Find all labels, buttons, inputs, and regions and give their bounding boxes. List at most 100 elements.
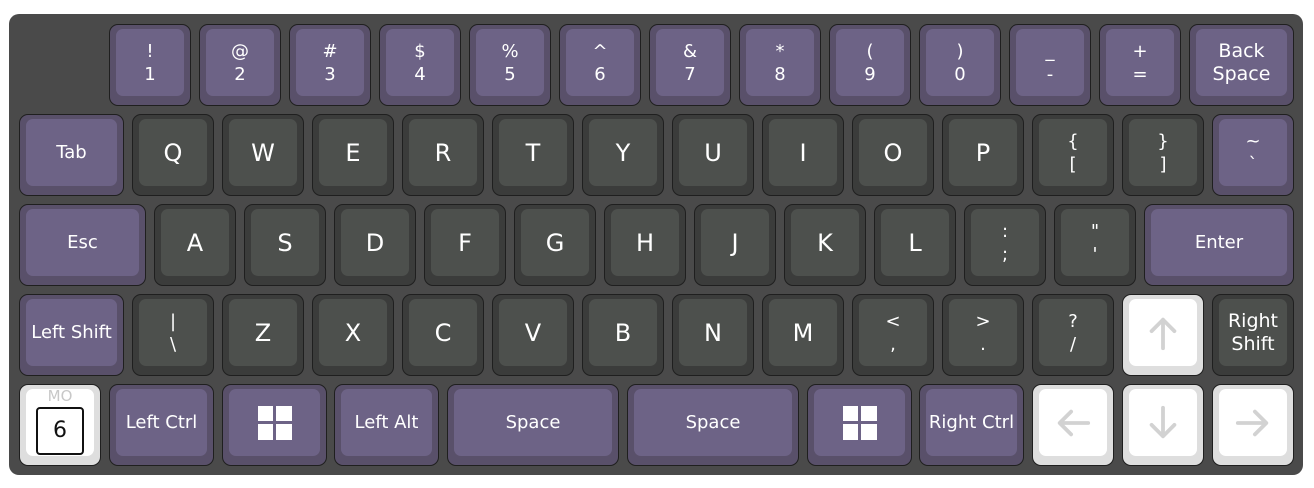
key-2[interactable]: @2 bbox=[199, 24, 281, 106]
key-6[interactable]: ^6 bbox=[559, 24, 641, 106]
key-space-right[interactable]: Space bbox=[627, 384, 799, 466]
windows-logo-icon bbox=[257, 405, 292, 440]
key-left-win[interactable] bbox=[222, 384, 327, 466]
key-period[interactable]: >. bbox=[942, 294, 1024, 376]
key-arrow-up[interactable] bbox=[1122, 294, 1204, 376]
key-left-shift-label: Left Shift bbox=[31, 321, 112, 343]
key-o[interactable]: O bbox=[852, 114, 934, 196]
key-left-ctrl[interactable]: Left Ctrl bbox=[109, 384, 214, 466]
key-slash-shift: ? bbox=[1068, 310, 1078, 332]
key-0-base: 0 bbox=[954, 63, 966, 85]
key-u[interactable]: U bbox=[672, 114, 754, 196]
key-arrow-down[interactable] bbox=[1122, 384, 1204, 466]
key-i[interactable]: I bbox=[762, 114, 844, 196]
key-b-label: B bbox=[614, 318, 632, 347]
key-7[interactable]: &7 bbox=[649, 24, 731, 106]
key-j-label: J bbox=[731, 228, 739, 257]
key-r[interactable]: R bbox=[402, 114, 484, 196]
key-h[interactable]: H bbox=[604, 204, 686, 286]
key-b[interactable]: B bbox=[582, 294, 664, 376]
key-1[interactable]: !1 bbox=[109, 24, 191, 106]
key-d-label: D bbox=[365, 228, 385, 257]
key-backspace-top: Back bbox=[1218, 39, 1265, 62]
key-minus[interactable]: _- bbox=[1009, 24, 1091, 106]
key-s[interactable]: S bbox=[244, 204, 326, 286]
key-grave[interactable]: ~` bbox=[1212, 114, 1294, 196]
key-semicolon[interactable]: :; bbox=[964, 204, 1046, 286]
key-equals-shift: + bbox=[1132, 40, 1148, 62]
key-c[interactable]: C bbox=[402, 294, 484, 376]
key-0-shift: ) bbox=[956, 40, 964, 62]
key-p[interactable]: P bbox=[942, 114, 1024, 196]
key-d[interactable]: D bbox=[334, 204, 416, 286]
key-grave-shift: ~ bbox=[1245, 130, 1261, 152]
key-8-base: 8 bbox=[774, 63, 786, 85]
key-equals[interactable]: += bbox=[1099, 24, 1181, 106]
key-a[interactable]: A bbox=[154, 204, 236, 286]
key-1-shift: ! bbox=[146, 40, 154, 62]
key-f[interactable]: F bbox=[424, 204, 506, 286]
key-m[interactable]: M bbox=[762, 294, 844, 376]
key-3-base: 3 bbox=[324, 63, 336, 85]
key-3[interactable]: #3 bbox=[289, 24, 371, 106]
key-j[interactable]: J bbox=[694, 204, 776, 286]
key-space-left[interactable]: Space bbox=[447, 384, 619, 466]
key-arrow-right[interactable] bbox=[1212, 384, 1294, 466]
key-n[interactable]: N bbox=[672, 294, 754, 376]
key-left-alt[interactable]: Left Alt bbox=[334, 384, 439, 466]
key-x[interactable]: X bbox=[312, 294, 394, 376]
key-8[interactable]: *8 bbox=[739, 24, 821, 106]
key-left-ctrl-label: Left Ctrl bbox=[125, 411, 198, 433]
key-tab[interactable]: Tab bbox=[19, 114, 124, 196]
key-right-shift-bottom: Shift bbox=[1231, 332, 1275, 355]
key-right-bracket-base: ] bbox=[1159, 153, 1167, 175]
key-l[interactable]: L bbox=[874, 204, 956, 286]
key-v[interactable]: V bbox=[492, 294, 574, 376]
key-left-bracket-base: [ bbox=[1069, 153, 1077, 175]
key-r-label: R bbox=[434, 138, 452, 167]
key-g[interactable]: G bbox=[514, 204, 596, 286]
key-comma[interactable]: <, bbox=[852, 294, 934, 376]
arrow-down-icon bbox=[1149, 405, 1177, 438]
key-a-label: A bbox=[186, 228, 204, 257]
key-4-shift: $ bbox=[414, 40, 426, 62]
key-right-bracket[interactable]: }] bbox=[1122, 114, 1204, 196]
key-4[interactable]: $4 bbox=[379, 24, 461, 106]
key-t[interactable]: T bbox=[492, 114, 574, 196]
key-9-shift: ( bbox=[866, 40, 874, 62]
key-5[interactable]: %5 bbox=[469, 24, 551, 106]
key-9-base: 9 bbox=[864, 63, 876, 85]
key-y[interactable]: Y bbox=[582, 114, 664, 196]
key-right-ctrl[interactable]: Right Ctrl bbox=[919, 384, 1024, 466]
key-l-label: L bbox=[908, 228, 922, 257]
key-w[interactable]: W bbox=[222, 114, 304, 196]
key-quote-base: ' bbox=[1092, 243, 1098, 265]
key-w-label: W bbox=[251, 138, 275, 167]
key-minus-shift: _ bbox=[1045, 40, 1055, 62]
key-esc-label: Esc bbox=[67, 231, 98, 253]
key-tab-label: Tab bbox=[56, 141, 87, 163]
key-k-label: K bbox=[817, 228, 833, 257]
key-k[interactable]: K bbox=[784, 204, 866, 286]
key-arrow-left[interactable] bbox=[1032, 384, 1114, 466]
key-slash[interactable]: ?/ bbox=[1032, 294, 1114, 376]
key-1-base: 1 bbox=[144, 63, 156, 85]
key-left-shift[interactable]: Left Shift bbox=[19, 294, 124, 376]
key-left-bracket[interactable]: {[ bbox=[1032, 114, 1114, 196]
key-quote[interactable]: "' bbox=[1054, 204, 1136, 286]
key-enter[interactable]: Enter bbox=[1144, 204, 1294, 286]
key-9[interactable]: (9 bbox=[829, 24, 911, 106]
key-e[interactable]: E bbox=[312, 114, 394, 196]
key-q[interactable]: Q bbox=[132, 114, 214, 196]
key-f-label: F bbox=[458, 228, 472, 257]
key-mo-6[interactable]: MO 6 bbox=[19, 384, 101, 466]
key-backslash[interactable]: |\ bbox=[132, 294, 214, 376]
key-i-label: I bbox=[799, 138, 807, 167]
key-4-base: 4 bbox=[414, 63, 426, 85]
key-right-win[interactable] bbox=[807, 384, 912, 466]
key-esc[interactable]: Esc bbox=[19, 204, 146, 286]
key-0[interactable]: )0 bbox=[919, 24, 1001, 106]
key-z[interactable]: Z bbox=[222, 294, 304, 376]
